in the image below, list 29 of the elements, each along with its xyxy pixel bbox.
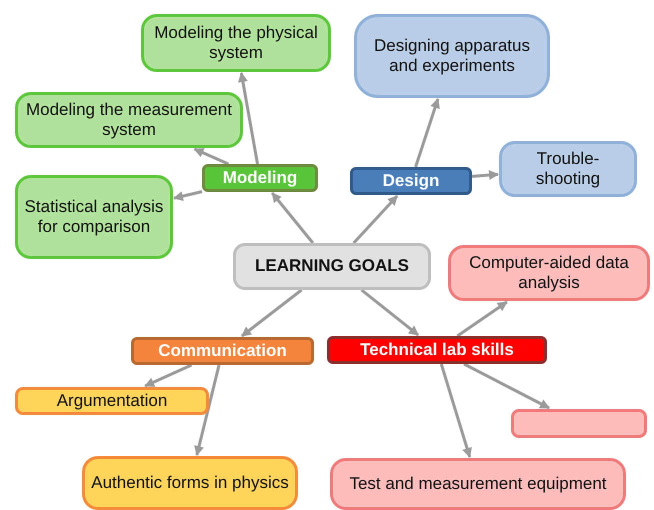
topic-box: Test and measurement equipment [330, 458, 626, 510]
arrow [414, 98, 440, 168]
topic-box: Designing apparatus and experiments [354, 14, 550, 98]
arrow [144, 364, 192, 388]
topic-box: Technical lab skills [327, 336, 547, 364]
arrow [456, 300, 508, 338]
topic-box: Computer-aided data analysis [448, 245, 650, 301]
arrow [463, 362, 550, 410]
arrow [194, 148, 229, 166]
topic-box: LEARNING GOALS [233, 243, 431, 290]
topic-box: Design [350, 167, 472, 195]
arrow [352, 194, 398, 244]
arrow [238, 72, 259, 164]
empty-box [511, 409, 647, 438]
arrow [472, 170, 499, 180]
arrow [194, 364, 221, 456]
topic-box: Modeling [202, 164, 318, 192]
topic-box: Communication [131, 337, 314, 365]
topic-box: Modeling the measurement system [15, 92, 243, 148]
topic-box: Authentic forms in physics [82, 456, 298, 510]
arrow [360, 288, 420, 336]
topic-box: Statistical analysis for comparison [15, 175, 173, 259]
arrow [440, 364, 472, 458]
arrow [271, 192, 314, 244]
topic-box: Trouble-shooting [499, 141, 637, 197]
arrow [173, 190, 202, 202]
arrow [241, 288, 302, 338]
topic-box: Modeling the physical system [141, 14, 331, 72]
topic-box: Argumentation [15, 387, 209, 415]
